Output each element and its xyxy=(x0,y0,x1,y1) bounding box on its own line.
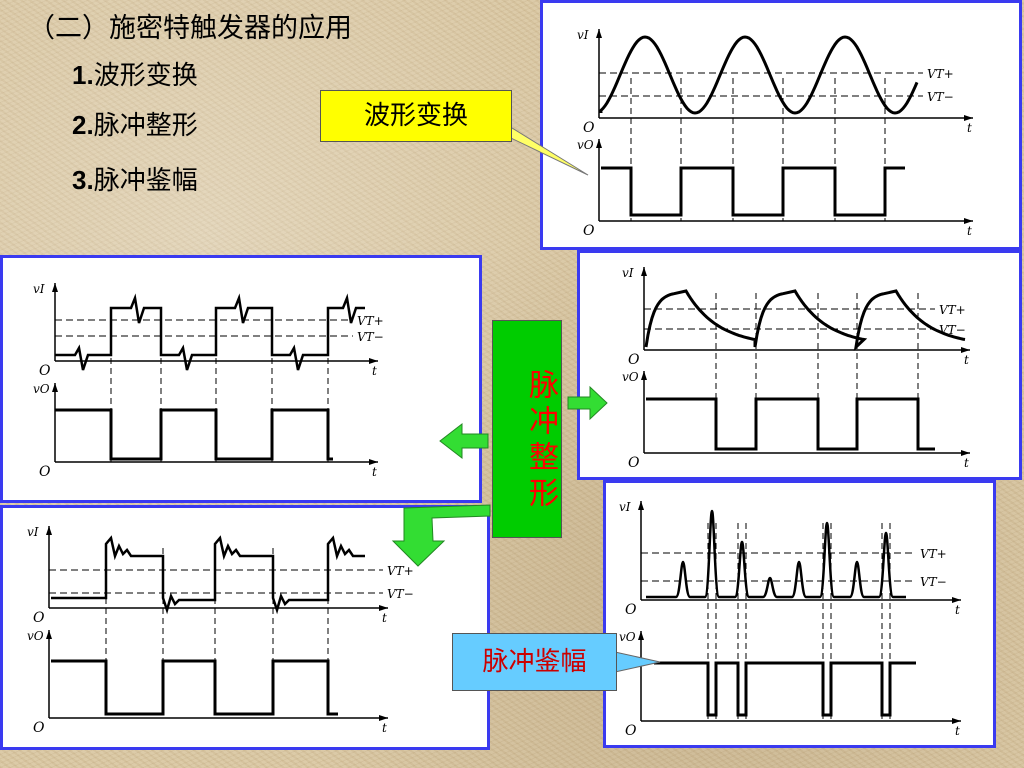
input-sine-wave xyxy=(599,35,919,115)
input-t-label: t xyxy=(967,121,972,135)
threshold-vt-minus-label: VT− xyxy=(357,330,384,344)
input-t-label: t xyxy=(382,611,387,625)
list-item-amplitude: 3.脉冲鉴幅 xyxy=(72,160,198,197)
input-t-label: t xyxy=(372,364,377,378)
input-value-arrow xyxy=(596,29,602,38)
threshold-vt-plus-label: VT+ xyxy=(387,564,414,578)
output-origin-label: O xyxy=(583,223,595,239)
input-origin-label: O xyxy=(583,120,595,136)
input-axis-label: vI xyxy=(33,282,45,296)
callout-amplitude-discrimination: 脉冲鉴幅 xyxy=(452,633,617,691)
item-number: 3. xyxy=(72,165,94,195)
output-value-arrow xyxy=(638,631,644,640)
input-time-arrow xyxy=(964,115,973,121)
output-value-arrow xyxy=(46,630,52,639)
input-time-arrow xyxy=(379,605,388,611)
item-text: 波形变换 xyxy=(93,61,198,91)
output-time-arrow xyxy=(379,715,388,721)
output-square-wave xyxy=(601,166,905,217)
output-pulse-train xyxy=(654,661,916,717)
threshold-vt-minus-label: VT− xyxy=(920,575,947,589)
output-t-label: t xyxy=(372,465,377,479)
item-text: 脉冲鉴幅 xyxy=(93,166,198,196)
input-noisy-pulse xyxy=(55,293,365,371)
input-value-arrow xyxy=(638,501,644,510)
list-item-waveform: 1.波形变换 xyxy=(72,55,198,92)
input-origin-label: O xyxy=(628,352,640,368)
input-value-arrow xyxy=(52,283,58,292)
output-axis-label: vO xyxy=(27,629,44,643)
callout-waveform-conversion: 波形变换 xyxy=(320,90,512,142)
input-origin-label: O xyxy=(33,610,45,626)
input-origin-label: O xyxy=(625,602,637,618)
callout-pulse-shaping: 脉冲整形 xyxy=(492,320,562,538)
threshold-vt-plus-label: VT+ xyxy=(927,67,954,81)
input-ringing-pulse xyxy=(51,535,365,615)
threshold-vt-plus-label: VT+ xyxy=(357,314,384,328)
output-axis-label: vO xyxy=(33,382,50,396)
input-origin-label: O xyxy=(39,363,51,379)
output-origin-label: O xyxy=(33,720,45,736)
input-sawtooth-wave xyxy=(644,289,966,352)
item-number: 2. xyxy=(72,110,94,140)
output-time-arrow xyxy=(961,450,970,456)
input-axis-label: vI xyxy=(577,28,589,42)
output-time-arrow xyxy=(952,718,961,724)
output-t-label: t xyxy=(967,224,972,238)
output-t-label: t xyxy=(382,721,387,735)
input-t-label: t xyxy=(955,603,960,617)
slide-title: （二）施密特触发器的应用 xyxy=(28,13,352,44)
output-t-label: t xyxy=(964,456,969,470)
input-axis-label: vI xyxy=(27,525,39,539)
input-pulse-train xyxy=(646,509,906,599)
output-origin-label: O xyxy=(625,723,637,739)
output-value-arrow xyxy=(52,383,58,392)
input-time-arrow xyxy=(961,347,970,353)
output-square-wave xyxy=(55,408,333,461)
threshold-vt-plus-label: VT+ xyxy=(920,547,947,561)
output-time-arrow xyxy=(369,459,378,465)
item-number: 1. xyxy=(72,60,94,90)
input-time-arrow xyxy=(369,358,378,364)
output-t-label: t xyxy=(955,724,960,738)
input-value-arrow xyxy=(46,526,52,535)
output-axis-label: vO xyxy=(577,138,594,152)
output-time-arrow xyxy=(964,218,973,224)
output-axis-label: vO xyxy=(622,370,639,384)
input-axis-label: vI xyxy=(619,500,631,514)
output-origin-label: O xyxy=(39,464,51,480)
item-text: 脉冲整形 xyxy=(93,111,198,141)
input-value-arrow xyxy=(641,267,647,276)
input-axis-label: vI xyxy=(622,266,634,280)
output-origin-label: O xyxy=(628,455,640,471)
input-t-label: t xyxy=(964,353,969,367)
list-item-shaping: 2.脉冲整形 xyxy=(72,105,198,142)
output-value-arrow xyxy=(596,139,602,148)
threshold-vt-minus-label: VT− xyxy=(387,587,414,601)
output-axis-label: vO xyxy=(619,630,636,644)
threshold-vt-minus-label: VT− xyxy=(927,90,954,104)
threshold-vt-plus-label: VT+ xyxy=(939,303,966,317)
input-time-arrow xyxy=(952,597,961,603)
output-square-wave xyxy=(51,659,338,716)
output-square-wave xyxy=(646,397,935,451)
output-value-arrow xyxy=(641,371,647,380)
